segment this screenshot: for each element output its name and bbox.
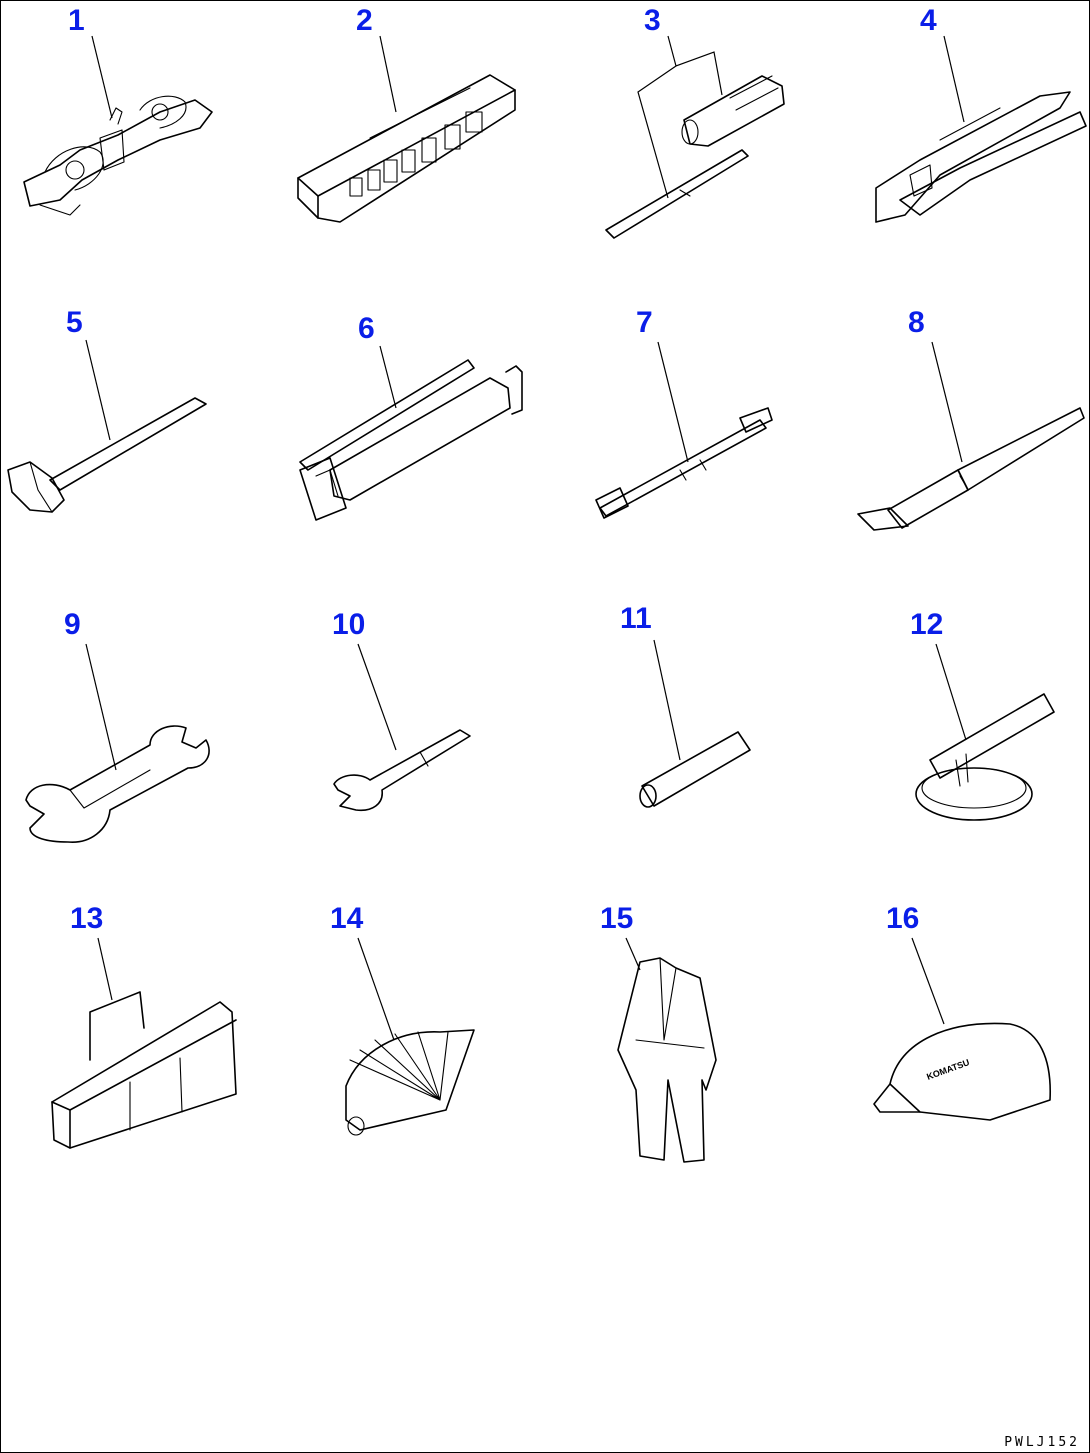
item-6: 6 (299, 312, 523, 521)
item-16-leader-line (911, 937, 945, 1025)
item-15: 15 (600, 902, 717, 1163)
item-2-leader-line (379, 35, 397, 113)
filter-wrench-icon (915, 693, 1055, 821)
item-13-number: 13 (70, 902, 103, 935)
item-7-number: 7 (636, 306, 653, 339)
item-7: 7 (595, 306, 773, 519)
item-5-leader-line (85, 339, 111, 441)
item-6-number: 6 (358, 312, 375, 345)
item-5: 5 (7, 306, 207, 513)
socket-and-extension-bar-icon (605, 75, 785, 239)
item-8-number: 8 (908, 306, 925, 339)
bar-icon (639, 731, 751, 808)
item-2: 2 (297, 4, 516, 223)
item-11: 11 (620, 602, 751, 808)
item-9: 9 (25, 608, 210, 843)
item-14-number: 14 (330, 902, 364, 935)
item-16: 16 KOMATSU (873, 902, 1051, 1121)
extension-hose-icon (595, 407, 773, 519)
item-12-number: 12 (910, 608, 943, 641)
socket-set-case-icon (297, 74, 516, 223)
item-8-leader-line (931, 341, 963, 463)
item-1-leader-line (91, 35, 113, 119)
screwdriver-icon (857, 407, 1085, 531)
item-11-number: 11 (620, 602, 652, 635)
pliers-icon (875, 91, 1087, 223)
item-3-number: 3 (644, 4, 661, 37)
hammer-icon (7, 397, 207, 513)
item-9-number: 9 (64, 608, 81, 641)
item-5-number: 5 (66, 306, 83, 339)
item-10-leader-line (357, 643, 397, 751)
adjustable-wrench-set-icon (23, 95, 213, 216)
double-open-end-wrench-icon (25, 725, 210, 843)
item-4-leader-line (943, 35, 965, 123)
item-13-leader-line (97, 937, 113, 1001)
item-15-leader-line (625, 937, 641, 971)
item-16-number: 16 (886, 902, 919, 935)
item-7-leader-line (657, 341, 689, 463)
item-12: 12 (910, 608, 1055, 821)
item-11-leader-line (653, 639, 681, 761)
item-8: 8 (857, 306, 1085, 531)
feeler-gauge-icon (345, 1029, 475, 1136)
item-13: 13 (51, 902, 237, 1149)
item-4-number: 4 (920, 4, 937, 37)
item-10: 10 (332, 608, 471, 812)
item-10-number: 10 (332, 608, 365, 641)
grease-gun-icon (299, 359, 523, 521)
cap-icon: KOMATSU (873, 1022, 1051, 1121)
cap-brand-print: KOMATSU (925, 1057, 971, 1082)
item-9-leader-line (85, 643, 117, 771)
item-6-leader-line (379, 345, 397, 409)
item-3: 3 (605, 4, 785, 239)
item-1-number: 1 (68, 4, 85, 37)
item-2-number: 2 (356, 4, 373, 37)
item-15-number: 15 (600, 902, 633, 935)
tool-bag-icon (51, 991, 237, 1149)
item-12-leader-line (935, 643, 967, 741)
coverall-icon (617, 957, 717, 1163)
offset-wrench-icon (333, 729, 471, 812)
item-1: 1 (23, 4, 213, 216)
item-14: 14 (330, 902, 475, 1136)
drawing-code: PWLJ152 (1004, 1435, 1080, 1450)
item-3-leader-line (637, 35, 723, 199)
item-14-leader-line (357, 937, 395, 1041)
item-4: 4 (875, 4, 1087, 223)
